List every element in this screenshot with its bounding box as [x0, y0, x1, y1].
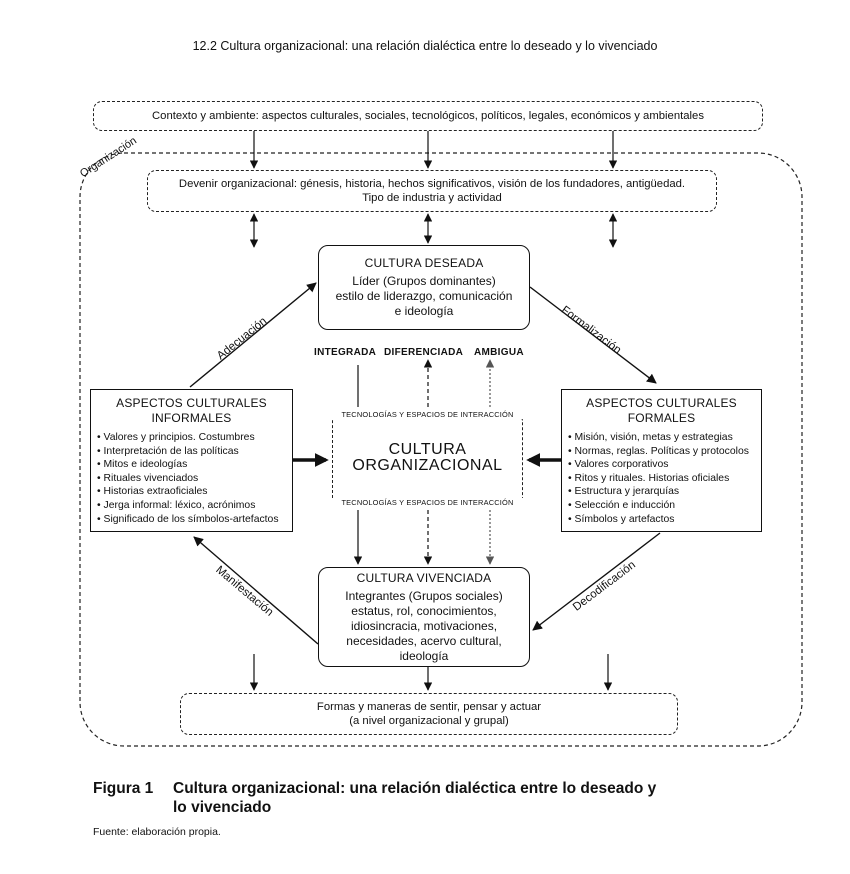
- figure-number: Figura 1: [93, 780, 154, 797]
- figure-source: Fuente: elaboración propia.: [93, 826, 221, 838]
- cultura-vivenciada-box: CULTURA VIVENCIADA Integrantes (Grupos s…: [318, 567, 530, 667]
- formales-title-2: FORMALES: [627, 411, 696, 425]
- list-item: Selección e inducción: [568, 499, 755, 513]
- formalizacion-arrow: [529, 286, 657, 384]
- context-text: Contexto y ambiente: aspectos culturales…: [152, 110, 704, 122]
- devenir-line-1: Devenir organizacional: génesis, histori…: [178, 178, 686, 190]
- cultura-vivenciada-line-5: ideología: [399, 648, 449, 663]
- list-item: Significado de los símbolos-artefactos: [97, 513, 286, 527]
- informales-list: Valores y principios. Costumbres Interpr…: [97, 431, 286, 526]
- cultura-vivenciada-line-1: Integrantes (Grupos sociales): [345, 588, 503, 603]
- list-item: Ritos y rituales. Historias oficiales: [568, 472, 755, 486]
- diferenciada-label: DIFERENCIADA: [384, 347, 464, 358]
- cultura-deseada-title: CULTURA DESEADA: [364, 256, 484, 270]
- cultura-deseada-line-2: estilo de liderazgo, comunicación: [335, 289, 513, 303]
- integrada-label: INTEGRADA: [314, 347, 377, 358]
- list-item: Estructura y jerarquías: [568, 485, 755, 499]
- list-item: Símbolos y artefactos: [568, 513, 755, 527]
- list-item: Interpretación de las políticas: [97, 445, 286, 459]
- figure-caption: Figura 1 Cultura organizacional: una rela…: [93, 779, 793, 817]
- list-item: Valores corporativos: [568, 458, 755, 472]
- formales-title-1: ASPECTOS CULTURALES: [586, 396, 737, 410]
- devenir-line-2: Tipo de industria y actividad: [362, 192, 502, 204]
- ambigua-label: AMBIGUA: [474, 347, 524, 358]
- tecnologias-top-caption: TECNOLOGÍAS Y ESPACIOS DE INTERACCIÓN: [332, 410, 523, 419]
- cultura-deseada-line-1: Líder (Grupos dominantes): [352, 274, 496, 288]
- list-item: Misión, visión, metas y estrategias: [568, 431, 755, 445]
- cultura-deseada-box: CULTURA DESEADA Líder (Grupos dominantes…: [318, 245, 530, 330]
- cultura-deseada-line-3: e ideología: [394, 304, 454, 318]
- cultura-vivenciada-line-4: necesidades, acervo cultural,: [346, 633, 502, 648]
- formales-box: ASPECTOS CULTURALES FORMALES Misión, vis…: [561, 389, 762, 532]
- devenir-box: Devenir organizacional: génesis, histori…: [147, 170, 717, 212]
- page-header: 12.2 Cultura organizacional: una relació…: [192, 39, 658, 53]
- informales-box: ASPECTOS CULTURALES INFORMALES Valores y…: [90, 389, 293, 532]
- decodificacion-arrow: [532, 532, 661, 631]
- list-item: Normas, reglas. Políticas y protocolos: [568, 445, 755, 459]
- cultura-organizacional-title: CULTURA ORGANIZACIONAL: [332, 442, 523, 474]
- cultura-vivenciada-title: CULTURA VIVENCIADA: [356, 570, 492, 585]
- figure-title-line-1: Cultura organizacional: una relación dia…: [173, 780, 657, 797]
- list-item: Jerga informal: léxico, acrónimos: [97, 499, 286, 513]
- cultura-vivenciada-line-3: idiosincracia, motivaciones,: [350, 618, 498, 633]
- formas-line-2: (a nivel organizacional y grupal): [349, 715, 509, 727]
- informales-title-1: ASPECTOS CULTURALES: [116, 396, 267, 410]
- formas-box: Formas y maneras de sentir, pensar y act…: [180, 693, 678, 735]
- tecnologias-bottom-caption: TECNOLOGÍAS Y ESPACIOS DE INTERACCIÓN: [332, 498, 523, 507]
- cultura-organizacional-title-2: ORGANIZACIONAL: [352, 457, 503, 474]
- adecuacion-arrow: [189, 282, 317, 388]
- context-box: Contexto y ambiente: aspectos culturales…: [93, 101, 763, 131]
- list-item: Valores y principios. Costumbres: [97, 431, 286, 445]
- list-item: Mitos e ideologías: [97, 458, 286, 472]
- informales-title-2: INFORMALES: [151, 411, 232, 425]
- manifestacion-arrow: [193, 536, 319, 645]
- list-item: Historias extraoficiales: [97, 485, 286, 499]
- cultura-organizacional-title-1: CULTURA: [388, 441, 467, 458]
- list-item: Rituales vivenciados: [97, 472, 286, 486]
- figure-title-line-2: lo vivenciado: [173, 799, 272, 816]
- formales-list: Misión, visión, metas y estrategias Norm…: [568, 431, 755, 526]
- formas-line-1: Formas y maneras de sentir, pensar y act…: [316, 701, 542, 713]
- organization-boundary: [79, 152, 803, 747]
- cultura-vivenciada-line-2: estatus, rol, conocimientos,: [351, 603, 497, 618]
